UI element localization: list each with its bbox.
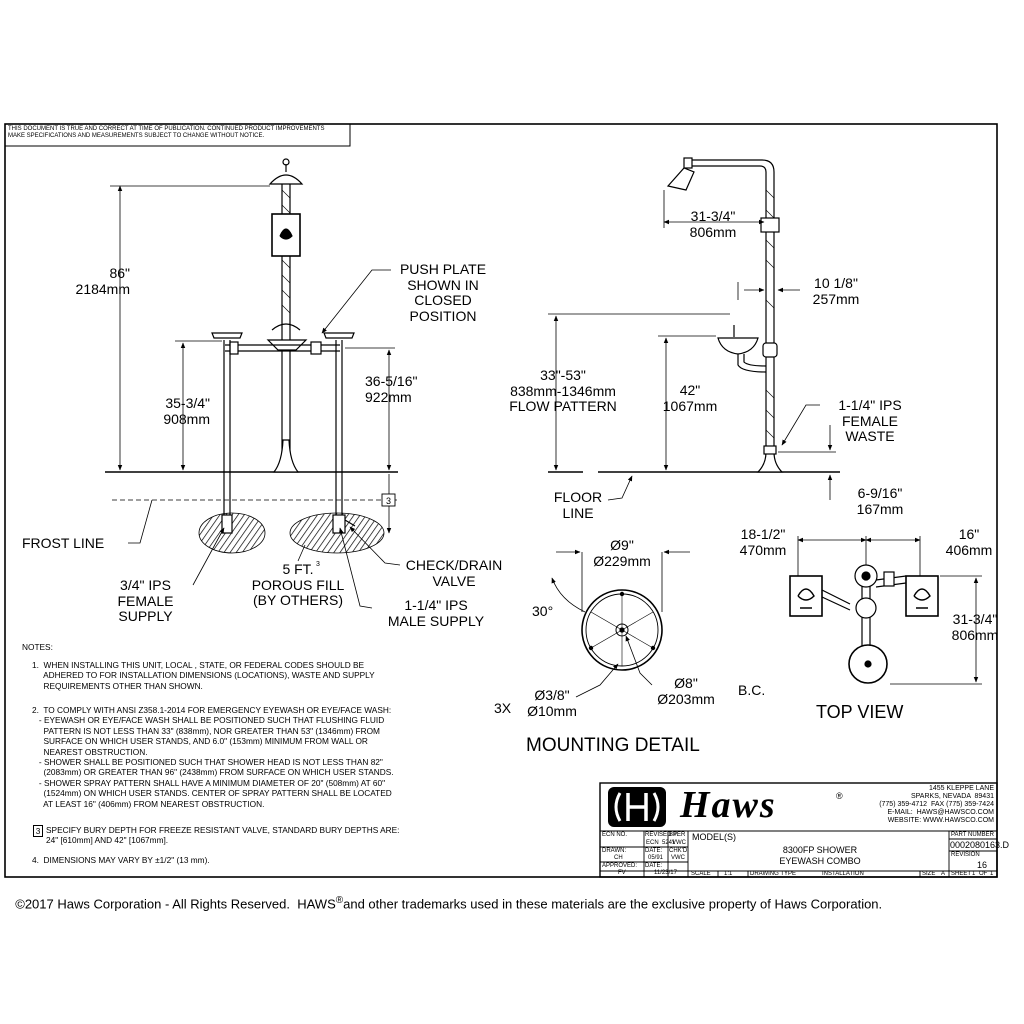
size-label: SIZE <box>922 871 936 877</box>
front-view <box>105 158 401 609</box>
bolt-circle-abbr: B.C. <box>738 682 766 698</box>
revised-per-label: REVISED PER <box>645 832 686 838</box>
date2-label: DATE: <box>645 863 663 869</box>
note-2: 2. TO COMPLY WITH ANSI Z358.1-2014 FOR E… <box>32 705 394 809</box>
mounting-detail-title: MOUNTING DETAIL <box>526 735 700 756</box>
sheet-label: SHEET <box>951 871 972 877</box>
revision-label: REVISION <box>951 852 980 858</box>
chkd-label: CHK'D <box>669 848 688 854</box>
top-view <box>789 536 982 685</box>
male-supply-label: 1-1/4" IPS MALE SUPPLY <box>387 597 485 629</box>
porous-fill-label: 5 FT. POROUS FILL (BY OTHERS) <box>251 561 345 609</box>
dim-angle: 30° <box>532 603 554 619</box>
ecn-no-label: ECN NO. <box>602 832 628 838</box>
notes-heading: NOTES: <box>22 642 53 652</box>
dim-flange: 6-9/16" 167mm <box>856 485 904 517</box>
dim-top-right-width: 16" 406mm <box>945 526 993 558</box>
dim-top-left-width: 18-1/2" 470mm <box>739 526 787 558</box>
dim-right-supply-height: 36-5/16" 922mm <box>365 373 418 405</box>
copyright-line: ©2017 Haws Corporation - All Rights Rese… <box>8 880 882 911</box>
disclaimer-text: THIS DOCUMENT IS TRUE AND CORRECT AT TIM… <box>8 126 325 139</box>
dim-mounting-diameter: Ø9" Ø229mm <box>593 537 651 569</box>
size-value: A <box>941 871 946 877</box>
scale-label: SCALE <box>691 871 711 877</box>
frost-line-label: FROST LINE <box>22 535 105 551</box>
push-plate-label: PUSH PLATE SHOWN IN CLOSED POSITION <box>399 261 487 325</box>
dim-bowl-reach: 10 1/8" 257mm <box>812 275 860 307</box>
sheet-value: 1 <box>972 871 976 877</box>
by-value: VWC <box>672 840 686 846</box>
model-name: 8300FP SHOWER EYEWASH COMBO <box>779 845 861 866</box>
bury-note-ref: 3 <box>386 496 391 506</box>
revision-number: 16 <box>977 860 988 870</box>
dim-flow-pattern: 33"-53" 838mm-1346mm FLOW PATTERN <box>509 367 617 415</box>
note-3-number: 3 <box>33 825 43 837</box>
copyright-part-b: and other trademarks used in these mater… <box>343 895 883 911</box>
copyright-registered: ® <box>335 894 344 906</box>
porous-fill-note-ref: 3 <box>316 561 320 568</box>
dim-top-depth: 31-3/4" 806mm <box>951 611 999 643</box>
date-label: DATE: <box>645 848 663 854</box>
scale-value: 1:1 <box>724 871 733 877</box>
dim-bowl-height: 42" 1067mm <box>662 382 718 414</box>
copyright-part-a: ©2017 Haws Corporation - All Rights Rese… <box>15 895 336 911</box>
brand-registered: ® <box>836 791 843 801</box>
note-1: 1. WHEN INSTALLING THIS UNIT, LOCAL , ST… <box>32 660 375 691</box>
dim-bolt-circle: Ø8" Ø203mm <box>657 675 715 707</box>
date2-value: 11/23/17 <box>654 870 677 876</box>
date-value: 05/91 <box>648 855 664 861</box>
brand-wordmark: Haws <box>680 784 777 826</box>
waste-label: 1-1/4" IPS FEMALE WASTE <box>838 397 902 445</box>
approved-value: FV <box>618 870 626 876</box>
company-address: 1455 KLEPPE LANE SPARKS, NEVADA 89431 (7… <box>879 785 994 824</box>
hole-qty: 3X <box>494 700 512 716</box>
drawn-value: CH <box>614 855 623 861</box>
drawing-type-label: DRAWING TYPE <box>750 871 797 877</box>
of-label: OF <box>979 871 988 877</box>
note-4: 4. DIMENSIONS MAY VARY BY ±1/2" (13 mm). <box>32 855 210 865</box>
of-value: 1 <box>990 871 994 877</box>
side-view <box>548 157 840 501</box>
top-view-title: TOP VIEW <box>816 702 904 722</box>
dim-left-supply-height: 35-3/4" 908mm <box>163 395 210 427</box>
check-valve-label: CHECK/DRAIN VALVE <box>405 557 503 589</box>
chkd-value: VWC <box>671 855 685 861</box>
title-block <box>599 782 998 878</box>
part-number: 0002080163.D <box>950 840 1010 850</box>
models-label: MODEL(S) <box>692 832 737 842</box>
revised-per-value: ECN 5241 <box>646 840 676 846</box>
dim-hole: Ø3/8" Ø10mm <box>527 687 577 719</box>
approved-label: APPROVED: <box>602 863 638 869</box>
drawn-label: DRAWN: <box>602 848 627 854</box>
female-supply-label: 3/4" IPS FEMALE SUPPLY <box>117 577 174 625</box>
dim-overall-height: 86" 2184mm <box>75 265 130 297</box>
sheet-border <box>4 123 998 878</box>
drawing-type-value: INSTALLATION <box>822 871 864 877</box>
note-3: SPECIFY BURY DEPTH FOR FREEZE RESISTANT … <box>46 825 400 846</box>
floor-line-label: FLOOR LINE <box>553 489 603 521</box>
disclaimer-box <box>4 123 351 147</box>
mounting-detail <box>551 549 690 698</box>
by-label: BY: <box>669 832 679 838</box>
dim-head-reach: 31-3/4" 806mm <box>689 208 737 240</box>
part-number-label: PART NUMBER <box>951 832 995 838</box>
